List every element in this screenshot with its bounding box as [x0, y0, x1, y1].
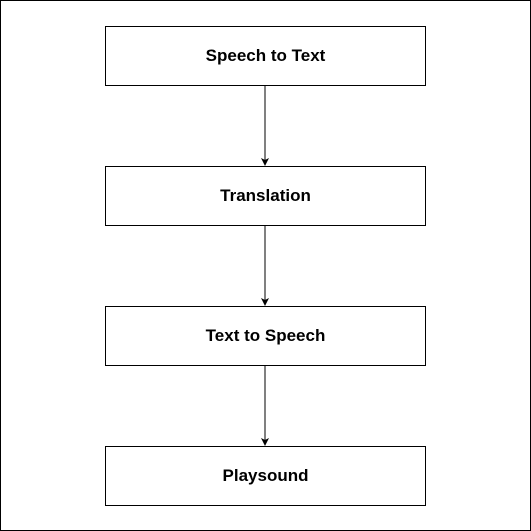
node-text-to-speech[interactable]: Text to Speech [105, 306, 426, 366]
node-label-playsound: Playsound [222, 466, 309, 485]
node-playsound[interactable]: Playsound [105, 446, 426, 506]
node-label-translation: Translation [220, 186, 311, 205]
node-label-speech-to-text: Speech to Text [205, 46, 326, 65]
node-translation[interactable]: Translation [105, 166, 426, 226]
node-label-text-to-speech: Text to Speech [205, 326, 326, 345]
node-speech-to-text[interactable]: Speech to Text [105, 26, 426, 86]
